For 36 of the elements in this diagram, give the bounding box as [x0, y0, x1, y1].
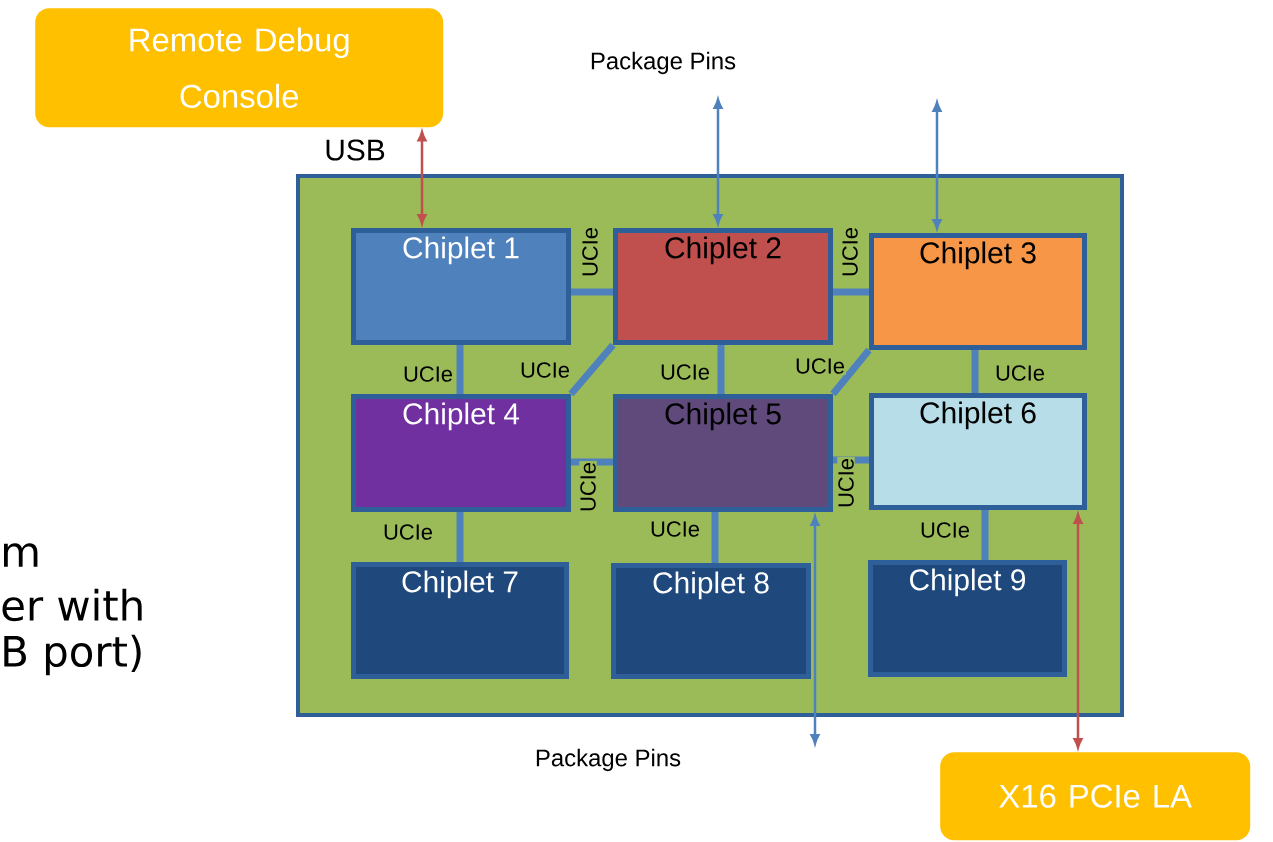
chiplet-box: Chiplet 9	[868, 560, 1067, 677]
ucie-link	[568, 342, 616, 397]
package-pins-label: Package Pins	[591, 51, 736, 75]
note-text: B port)	[4, 634, 141, 676]
chiplet-box: Chiplet 1	[351, 228, 571, 345]
edge-label: UCIe	[581, 226, 599, 278]
edge-label: UCIe	[994, 364, 1046, 382]
arrow	[932, 101, 942, 230]
ucie-link	[830, 347, 872, 397]
arrow	[810, 515, 820, 745]
arrow	[713, 98, 723, 225]
chiplet-box: Chiplet 8	[611, 563, 811, 679]
edge-label: UCIe	[841, 226, 859, 278]
chiplet-box: Chiplet 2	[613, 228, 833, 345]
edge-label: UCIe	[519, 361, 571, 379]
arrow	[1073, 513, 1083, 749]
edge-label: UCIe	[579, 461, 597, 513]
console-box: Remote Debug Console	[35, 8, 444, 128]
edge-label: UCIe	[837, 457, 855, 509]
ucie-link	[833, 456, 869, 464]
note-text: m	[4, 543, 38, 567]
edge-label: UCIe	[402, 365, 454, 383]
chiplet-box: Chiplet 5	[613, 394, 833, 512]
chiplet-box: Chiplet 4	[351, 394, 571, 512]
chiplet-box: Chiplet 3	[869, 233, 1087, 350]
edge-label: UCIe	[794, 357, 846, 375]
note-text: er with	[2, 588, 142, 622]
chiplet-box: Chiplet 6	[869, 393, 1087, 510]
edge-label: UCIe	[382, 523, 434, 541]
port-label: USB	[326, 139, 385, 161]
analyzer-box: X16 PCIe LA	[940, 752, 1251, 841]
chiplet-box: Chiplet 7	[351, 562, 569, 679]
package-pins-label: Package Pins	[536, 748, 681, 772]
edge-label: UCIe	[659, 363, 711, 381]
edge-label: UCIe	[919, 521, 971, 539]
edge-label: UCIe	[649, 520, 701, 538]
